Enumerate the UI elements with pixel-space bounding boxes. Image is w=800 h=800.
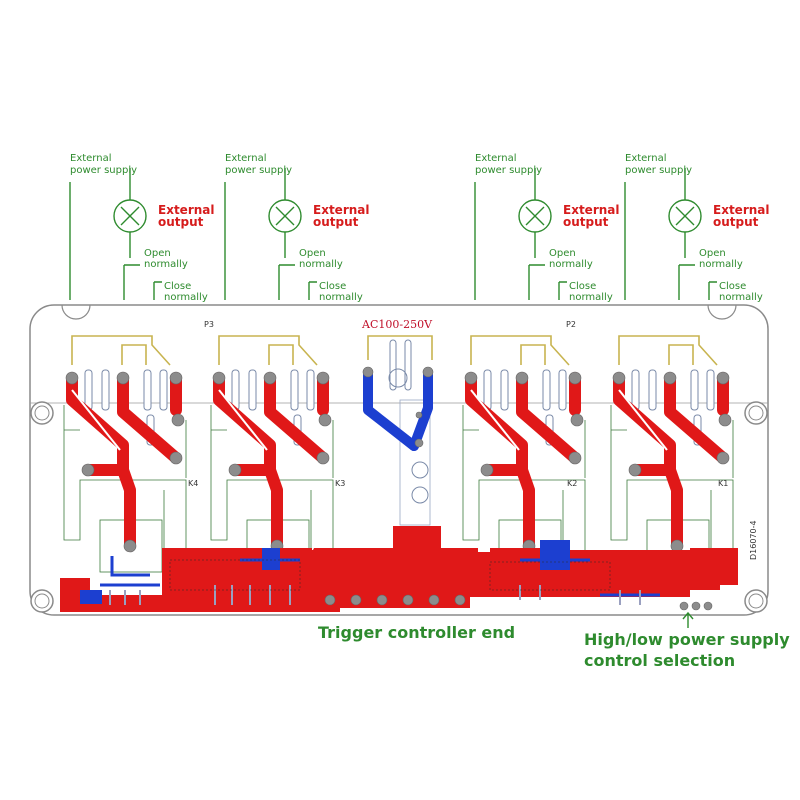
k1-label: K1 [718,479,728,488]
mount-hole [30,589,54,613]
k4-label: K4 [188,479,198,488]
close-normally-label: Close [719,281,746,292]
ac-input-section [362,335,441,550]
external-power-label: power supply [225,165,292,176]
p3-label: P3 [204,320,214,329]
mount-hole [30,401,54,425]
trigger-pad [402,594,414,606]
relay-sections [63,335,734,577]
open-normally-label: Open [549,248,576,259]
k3-label: K3 [335,479,345,488]
trigger-pad [454,594,466,606]
bottom-copper-area [60,540,738,612]
external-output-label: External [563,203,619,217]
relay-k4 [63,335,187,577]
jumper-pad [679,601,689,611]
relay-k3 [210,335,334,577]
open-normally-label: normally [144,259,188,270]
jumper-pad [703,601,713,611]
external-output-label: output [713,215,759,229]
k2-label: K2 [567,479,577,488]
external-power-label: External [70,153,112,164]
trigger-pad [428,594,440,606]
trigger-pad [324,594,336,606]
external-output-label: output [563,215,609,229]
trigger-controller-caption: Trigger controller end [318,623,515,642]
external-output-label: output [158,215,204,229]
external-power-label: power supply [70,165,137,176]
open-normally-label: normally [549,259,593,270]
p2-label: P2 [566,320,576,329]
board-code: D16070-4 [749,520,758,560]
external-output-label: External [713,203,769,217]
open-normally-label: Open [144,248,171,259]
external-power-label: power supply [475,165,542,176]
close-normally-label: Close [569,281,596,292]
relay-k1 [610,335,734,577]
close-normally-label: normally [164,292,208,303]
high-low-caption-line1: High/low power supply [584,630,790,649]
trigger-pad [350,594,362,606]
external-power-label: power supply [625,165,692,176]
open-normally-label: normally [699,259,743,270]
open-normally-label: Open [699,248,726,259]
close-normally-label: Close [319,281,346,292]
external-power-label: External [625,153,667,164]
external-power-label: External [225,153,267,164]
ac-voltage-label: AC100-250V [361,318,433,331]
close-normally-label: normally [719,292,763,303]
open-normally-label: Open [299,248,326,259]
external-output-label: External [158,203,214,217]
close-normally-label: Close [164,281,191,292]
pointer-arrow-icon [682,611,694,628]
close-normally-label: normally [319,292,363,303]
mount-hole [744,401,768,425]
jumper-pad [691,601,701,611]
open-normally-label: normally [299,259,343,270]
high-low-caption-line2: control selection [584,651,735,670]
external-output-label: External [313,203,369,217]
external-output-label: output [313,215,359,229]
external-power-label: External [475,153,517,164]
trigger-pad [376,594,388,606]
mount-hole [744,589,768,613]
close-normally-label: normally [569,292,613,303]
